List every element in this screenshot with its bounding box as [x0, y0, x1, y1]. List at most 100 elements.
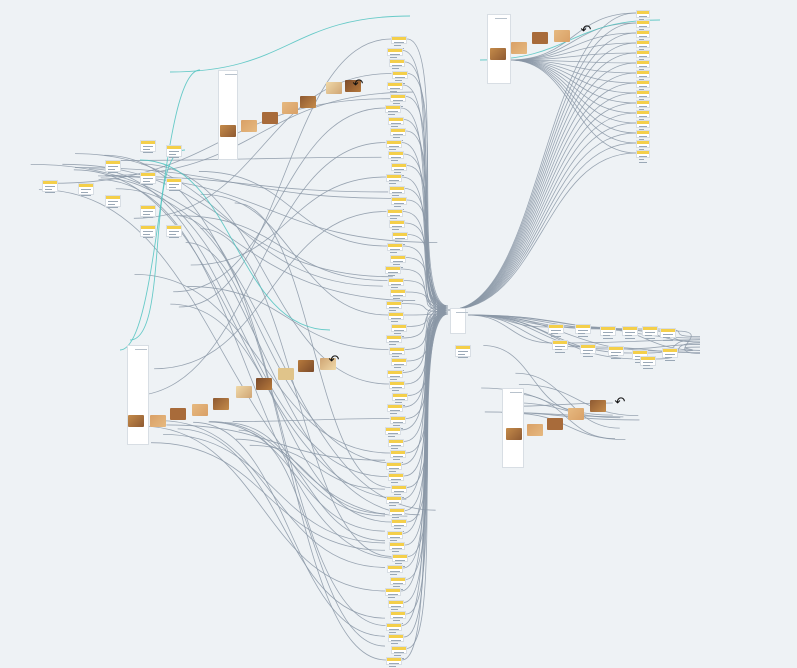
- subgraph-node[interactable]: [140, 172, 156, 185]
- stack-node[interactable]: [386, 47, 403, 61]
- bottom-left-thumbnail[interactable]: [192, 404, 208, 416]
- subgraph-node[interactable]: [140, 140, 156, 153]
- output-node[interactable]: [636, 40, 650, 53]
- stack-node[interactable]: [387, 565, 403, 578]
- top-right-thumbnail[interactable]: [511, 42, 527, 54]
- stack-node[interactable]: [390, 162, 407, 176]
- stack-node[interactable]: [385, 461, 402, 475]
- subgraph-node[interactable]: [105, 195, 121, 208]
- stack-node[interactable]: [389, 93, 406, 107]
- stack-node[interactable]: [390, 128, 406, 141]
- subgraph-node[interactable]: [140, 205, 156, 218]
- cluster-node[interactable]: [552, 340, 568, 353]
- cluster-node[interactable]: [548, 324, 564, 337]
- bottom-left-thumbnail[interactable]: [320, 358, 336, 370]
- output-node[interactable]: [636, 10, 650, 23]
- stack-node[interactable]: [385, 266, 401, 279]
- stack-node[interactable]: [391, 36, 407, 49]
- top-right-thumbnail[interactable]: [532, 32, 548, 44]
- output-node[interactable]: [636, 110, 650, 123]
- output-node[interactable]: [636, 90, 650, 103]
- subgraph-node[interactable]: [140, 225, 156, 238]
- panel-top-left[interactable]: [218, 70, 238, 160]
- stack-node[interactable]: [387, 438, 404, 452]
- cluster-node[interactable]: [580, 344, 596, 357]
- stack-node[interactable]: [389, 254, 406, 268]
- stack-node[interactable]: [386, 496, 402, 509]
- stack-node[interactable]: [387, 82, 403, 95]
- output-node[interactable]: [636, 50, 650, 63]
- stack-node[interactable]: [386, 208, 403, 222]
- undo-icon[interactable]: ↶: [580, 23, 592, 38]
- output-node[interactable]: [636, 30, 650, 43]
- stack-node[interactable]: [385, 139, 402, 153]
- stack-node[interactable]: [386, 335, 402, 348]
- bottom-right-thumbnail[interactable]: [568, 408, 584, 420]
- output-node[interactable]: [636, 100, 650, 113]
- subgraph-node[interactable]: [166, 145, 182, 158]
- cluster-node[interactable]: [575, 324, 591, 337]
- stack-node[interactable]: [387, 243, 403, 256]
- cluster-node[interactable]: [608, 346, 624, 359]
- stack-node[interactable]: [389, 381, 405, 394]
- output-node[interactable]: [636, 120, 650, 133]
- stack-node[interactable]: [390, 611, 406, 624]
- stack-node[interactable]: [386, 174, 402, 187]
- stack-node[interactable]: [390, 645, 407, 659]
- stack-node[interactable]: [389, 220, 405, 233]
- stack-node[interactable]: [388, 346, 405, 360]
- top-left-thumbnail[interactable]: [262, 112, 278, 124]
- stack-node[interactable]: [391, 197, 407, 210]
- bottom-left-thumbnail[interactable]: [236, 386, 252, 398]
- stack-node[interactable]: [386, 657, 402, 667]
- bottom-left-thumbnail[interactable]: [298, 360, 314, 372]
- subgraph-node[interactable]: [455, 345, 471, 358]
- output-node[interactable]: [636, 150, 650, 163]
- subgraph-node[interactable]: [42, 180, 58, 193]
- top-left-thumbnail[interactable]: [220, 125, 236, 137]
- top-right-thumbnail[interactable]: [554, 30, 570, 42]
- stack-node[interactable]: [388, 151, 404, 164]
- stack-node[interactable]: [390, 323, 407, 337]
- stack-node[interactable]: [385, 622, 402, 636]
- stack-node[interactable]: [386, 369, 403, 383]
- bottom-left-thumbnail[interactable]: [150, 415, 166, 427]
- output-node[interactable]: [636, 140, 650, 153]
- cluster-node[interactable]: [640, 356, 656, 369]
- stack-node[interactable]: [391, 392, 408, 406]
- stack-node[interactable]: [389, 415, 406, 429]
- bottom-right-thumbnail[interactable]: [506, 428, 522, 440]
- stack-node[interactable]: [390, 450, 406, 463]
- stack-node[interactable]: [391, 358, 407, 371]
- bottom-left-thumbnail[interactable]: [170, 408, 186, 420]
- stack-node[interactable]: [385, 300, 402, 314]
- output-node[interactable]: [636, 20, 650, 33]
- stack-node[interactable]: [390, 484, 407, 498]
- panel-bottom-left[interactable]: [127, 345, 149, 445]
- stack-node[interactable]: [389, 576, 406, 590]
- output-node[interactable]: [636, 130, 650, 143]
- stack-node[interactable]: [387, 404, 403, 417]
- stack-node[interactable]: [388, 507, 405, 521]
- subgraph-node[interactable]: [166, 225, 182, 238]
- stack-node[interactable]: [389, 542, 405, 555]
- stack-node[interactable]: [390, 289, 406, 302]
- stack-node[interactable]: [386, 530, 403, 544]
- subgraph-node[interactable]: [78, 183, 94, 196]
- cluster-node[interactable]: [662, 348, 678, 361]
- stack-node[interactable]: [388, 312, 404, 325]
- top-left-thumbnail[interactable]: [282, 102, 298, 114]
- cluster-node[interactable]: [600, 326, 616, 339]
- bottom-left-thumbnail[interactable]: [213, 398, 229, 410]
- cluster-node[interactable]: [642, 326, 658, 339]
- stack-node[interactable]: [387, 277, 404, 291]
- bottom-left-thumbnail[interactable]: [256, 378, 272, 390]
- top-left-thumbnail[interactable]: [241, 120, 257, 132]
- stack-node[interactable]: [389, 59, 405, 72]
- output-node[interactable]: [636, 60, 650, 73]
- stack-node[interactable]: [388, 634, 404, 647]
- output-node[interactable]: [636, 70, 650, 83]
- bottom-right-thumbnail[interactable]: [590, 400, 606, 412]
- top-left-thumbnail[interactable]: [300, 96, 316, 108]
